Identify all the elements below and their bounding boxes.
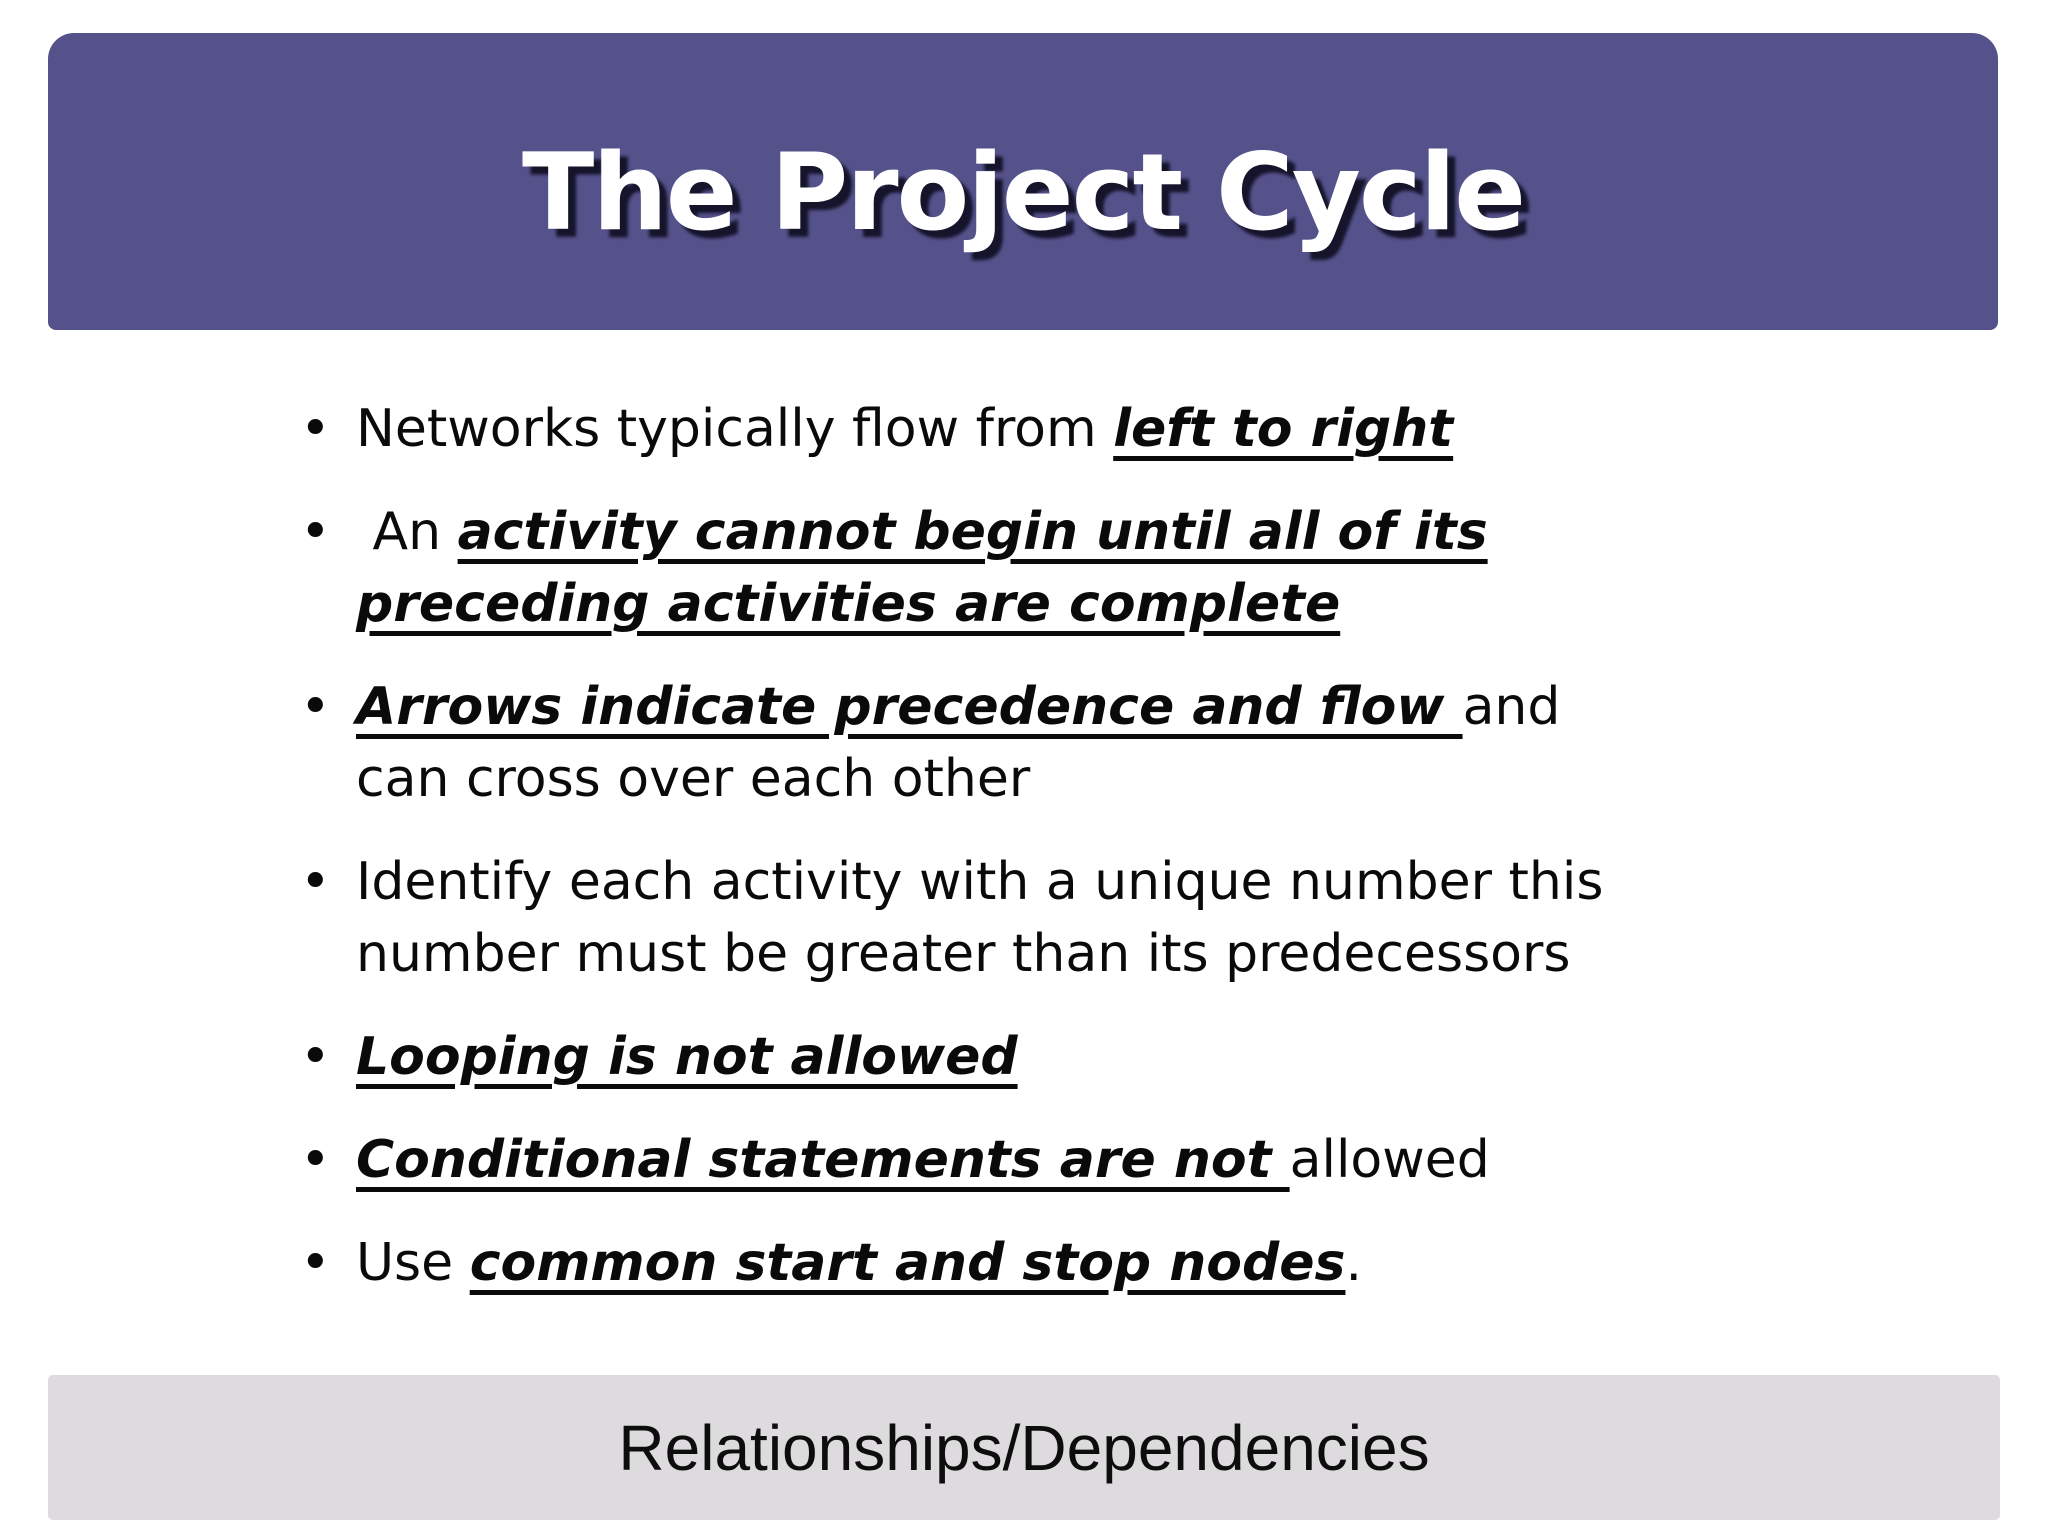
bullet-text: An activity cannot begin until all of it… — [356, 496, 1488, 640]
text-run: activity cannot begin until all of its — [457, 502, 1488, 562]
bullet-line: number must be greater than its predeces… — [356, 918, 1603, 990]
text-run: . — [1345, 1233, 1362, 1293]
bullet-marker: • — [300, 1130, 331, 1190]
bullet-line: An activity cannot begin until all of it… — [356, 496, 1488, 568]
footer-bar: Relationships/Dependencies — [48, 1375, 2000, 1520]
text-run: Arrows indicate precedence and flow — [356, 677, 1463, 737]
bullet-item: • Networks typically flow from left to ri… — [300, 393, 1800, 465]
bullet-text: Looping is not allowed — [356, 1021, 1018, 1093]
bullet-marker: • — [300, 1027, 331, 1087]
text-run: Networks typically flow from — [356, 399, 1114, 459]
slide-title: The Project Cycle — [522, 131, 1526, 254]
bullet-marker: • — [300, 502, 331, 562]
bullet-marker: • — [300, 852, 331, 912]
text-run: An — [356, 502, 458, 562]
bullet-item: • Looping is not allowed — [300, 1021, 1800, 1093]
text-run: number must be greater than its predeces… — [356, 924, 1571, 984]
bullet-line: Looping is not allowed — [356, 1021, 1018, 1093]
bullet-text: Identify each activity with a unique num… — [356, 846, 1603, 990]
title-banner: The Project Cycle — [48, 33, 1998, 330]
bullet-line: Networks typically flow from left to rig… — [356, 393, 1453, 465]
bullet-line: Identify each activity with a unique num… — [356, 846, 1603, 918]
bullet-text: Conditional statements are not allowed — [356, 1124, 1490, 1196]
text-run: Use — [356, 1233, 470, 1293]
bullet-list: • Networks typically flow from left to ri… — [300, 393, 1800, 1330]
bullet-item: • Use common start and stop nodes. — [300, 1227, 1800, 1299]
bullet-marker: • — [300, 677, 331, 737]
bullet-marker: • — [300, 1233, 331, 1293]
text-run: Looping is not allowed — [356, 1027, 1018, 1087]
text-run: Identify each activity with a unique num… — [356, 852, 1604, 912]
bullet-marker: • — [300, 399, 331, 459]
bullet-item: • Identify each activity with a unique nu… — [300, 846, 1800, 990]
bullet-line: Use common start and stop nodes. — [356, 1227, 1362, 1299]
bullet-text: Use common start and stop nodes. — [356, 1227, 1362, 1299]
bullet-line: preceding activities are complete — [356, 568, 1488, 640]
bullet-text: Networks typically flow from left to rig… — [356, 393, 1453, 465]
text-run: and — [1462, 677, 1561, 737]
bullet-item: • Conditional statements are not allowed — [300, 1124, 1800, 1196]
text-run: can cross over each other — [356, 749, 1031, 809]
text-run: left to right — [1113, 399, 1454, 459]
bullet-line: can cross over each other — [356, 743, 1560, 815]
bullet-line: Arrows indicate precedence and flow and — [356, 671, 1560, 743]
text-run: common start and stop nodes — [469, 1233, 1346, 1293]
bullet-item: • Arrows indicate precedence and flow and… — [300, 671, 1800, 815]
text-run: Conditional statements are not — [356, 1130, 1290, 1190]
bullet-item: • An activity cannot begin until all of … — [300, 496, 1800, 640]
footer-title: Relationships/Dependencies — [618, 1411, 1430, 1484]
text-run: preceding activities are complete — [356, 574, 1341, 634]
text-run: allowed — [1289, 1130, 1490, 1190]
bullet-line: Conditional statements are not allowed — [356, 1124, 1490, 1196]
